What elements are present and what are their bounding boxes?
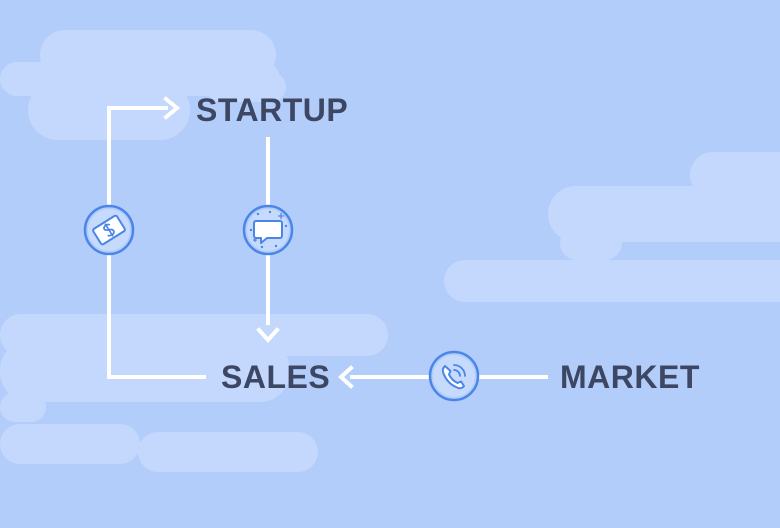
cloud-right — [444, 152, 780, 302]
node-market-label: MARKET — [560, 359, 700, 395]
arrowhead-to-startup — [163, 96, 181, 120]
cloud-bottom-left — [0, 314, 388, 472]
chat-bubble-icon — [242, 204, 294, 256]
node-sales-label: SALES — [221, 359, 331, 395]
background-clouds — [0, 30, 780, 472]
arrowheads — [163, 96, 354, 389]
node-startup-label: STARTUP — [196, 92, 349, 128]
arrowhead-to-sales-down — [256, 327, 280, 343]
arrowhead-to-sales-left — [338, 365, 354, 389]
money-icon — [83, 204, 135, 256]
cloud-top-left — [0, 30, 286, 140]
phone-icon — [428, 350, 480, 402]
